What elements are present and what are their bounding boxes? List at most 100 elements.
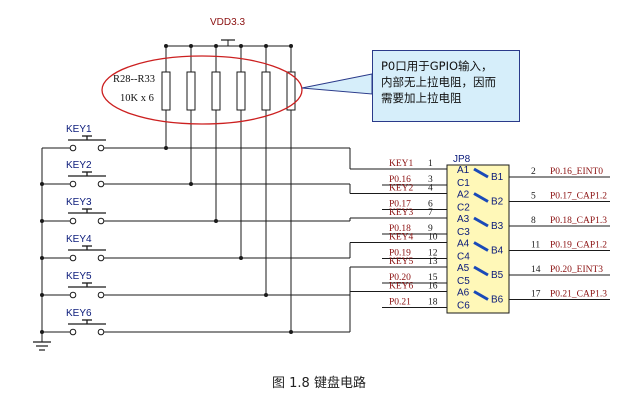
a-pin-number: 16 xyxy=(428,282,438,292)
switch-contact-left xyxy=(69,144,77,152)
resistor-value: 10K x 6 xyxy=(120,93,154,104)
highlight-ellipse xyxy=(101,55,303,125)
a-pin-number: 13 xyxy=(428,257,438,267)
b-net-label: P0.17_CAP1.2 xyxy=(550,192,607,202)
switch-contact-left xyxy=(69,180,77,188)
b-net-label: P0.21_CAP1.3 xyxy=(550,290,607,300)
switch-contact-right xyxy=(97,217,105,225)
c-pin-number: 12 xyxy=(428,249,438,259)
connector-ref: JP8 xyxy=(453,154,471,165)
b-pin-number: 2 xyxy=(531,167,536,177)
connector-pin-a: A6 xyxy=(457,288,470,299)
resistor-array xyxy=(161,44,296,334)
b-pin-number: 14 xyxy=(531,265,541,275)
b-net-label: P0.18_CAP1.3 xyxy=(550,216,607,226)
connector-pin-c: C2 xyxy=(457,203,470,214)
jumper-bar xyxy=(473,290,489,301)
c-net-label: P0.21 xyxy=(389,298,411,308)
ground-junction xyxy=(40,182,44,186)
switch-contact-right xyxy=(97,254,105,262)
resistor-body xyxy=(236,71,246,111)
resistor-body xyxy=(261,71,271,111)
connector-pin-b: B6 xyxy=(491,295,504,306)
callout-pointer xyxy=(301,73,373,95)
connector-pin-c: C4 xyxy=(457,252,470,263)
figure-caption: 图 1.8 键盘电路 xyxy=(272,376,366,391)
jumper-bar xyxy=(473,167,489,179)
jumper-bar xyxy=(473,192,489,203)
connector-pin-b: B1 xyxy=(491,172,504,183)
b-pin-number: 17 xyxy=(531,290,541,300)
jumper-bar xyxy=(473,216,489,228)
a-pin-number: 1 xyxy=(428,159,433,169)
key-label: KEY1 xyxy=(66,124,92,135)
connector-pin-b: B4 xyxy=(491,246,504,257)
c-net-label: P0.18 xyxy=(389,224,411,234)
key-label: KEY5 xyxy=(66,271,92,282)
switch-contact-right xyxy=(97,144,105,152)
connector-pin-c: C1 xyxy=(457,178,470,189)
c-pin-number: 18 xyxy=(428,298,438,308)
b-pin-number: 5 xyxy=(531,192,536,202)
connector-pin-c: C6 xyxy=(457,301,470,312)
switch-contact-left xyxy=(69,217,77,225)
c-net-label: P0.20 xyxy=(389,273,411,283)
resistor-body xyxy=(211,71,221,111)
connector-pin-a: A5 xyxy=(457,263,470,274)
switch-contact-right xyxy=(97,291,105,299)
jumper-bar xyxy=(473,241,489,252)
connector-pin-c: C5 xyxy=(457,276,470,287)
c-net-label: P0.17 xyxy=(389,200,411,210)
connector-pin-b: B5 xyxy=(491,270,504,281)
switch-contact-right xyxy=(97,180,105,188)
connector-pin-a: A4 xyxy=(457,239,470,250)
callout-line-3: 需要加上拉电阻 xyxy=(381,91,462,105)
connector-pin-c: C3 xyxy=(457,227,470,238)
connector-pin-a: A1 xyxy=(457,165,470,176)
a-pin-number: 4 xyxy=(428,184,433,194)
a-net-label: KEY2 xyxy=(389,184,414,194)
c-pin-number: 3 xyxy=(428,175,433,185)
resistor-body xyxy=(161,71,171,111)
ground-junction xyxy=(40,219,44,223)
switch-contact-left xyxy=(69,291,77,299)
c-pin-number: 6 xyxy=(428,200,433,210)
resistor-body xyxy=(186,71,196,111)
b-pin-number: 11 xyxy=(531,241,540,251)
a-net-label: KEY4 xyxy=(389,233,414,243)
connector-jp8 xyxy=(446,164,510,314)
key-label: KEY6 xyxy=(66,308,92,319)
b-net-label: P0.19_CAP1.2 xyxy=(550,241,607,251)
switch-contact-left xyxy=(69,328,77,336)
connector-pin-b: B2 xyxy=(491,197,504,208)
key-label: KEY3 xyxy=(66,197,92,208)
switch-contact-left xyxy=(69,254,77,262)
a-net-label: KEY5 xyxy=(389,257,414,267)
callout-note: P0口用于GPIO输入， 内部无上拉电阻，因而 需要加上拉电阻 xyxy=(372,50,520,122)
switch-contact-right xyxy=(97,328,105,336)
callout-line-2: 内部无上拉电阻，因而 xyxy=(381,75,496,89)
ground-junction xyxy=(40,293,44,297)
b-net-label: P0.20_EINT3 xyxy=(550,265,603,275)
a-net-label: KEY1 xyxy=(389,159,414,169)
c-pin-number: 9 xyxy=(428,224,433,234)
jumper-bar xyxy=(473,265,489,277)
a-net-label: KEY6 xyxy=(389,282,414,292)
callout-line-1: P0口用于GPIO输入， xyxy=(381,59,493,73)
vdd-label: VDD3.3 xyxy=(210,17,245,28)
connector-pin-a: A2 xyxy=(457,190,470,201)
resistor-ref: R28--R33 xyxy=(113,74,155,85)
b-pin-number: 8 xyxy=(531,216,536,226)
connector-pin-b: B3 xyxy=(491,221,504,232)
c-net-label: P0.16 xyxy=(389,175,411,185)
connector-pin-a: A3 xyxy=(457,214,470,225)
c-net-label: P0.19 xyxy=(389,249,411,259)
c-pin-number: 15 xyxy=(428,273,438,283)
a-pin-number: 10 xyxy=(428,233,438,243)
ground-junction xyxy=(40,256,44,260)
key-label: KEY4 xyxy=(66,234,92,245)
key-label: KEY2 xyxy=(66,160,92,171)
a-net-label: KEY3 xyxy=(389,208,414,218)
